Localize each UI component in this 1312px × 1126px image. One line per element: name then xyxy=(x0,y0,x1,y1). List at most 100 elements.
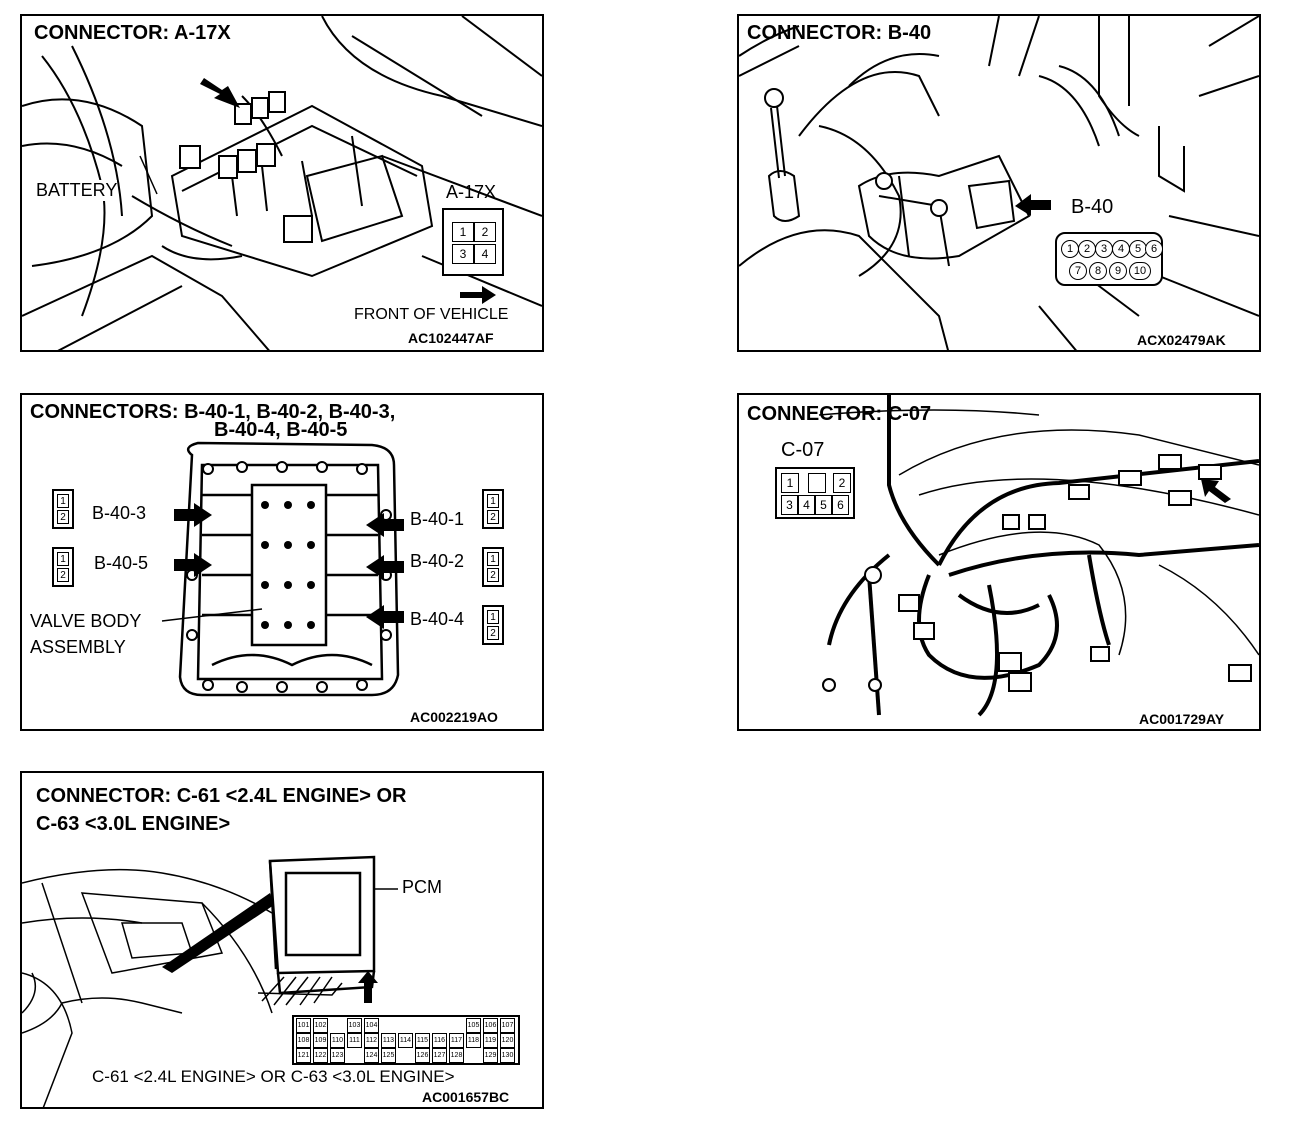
connector-pin: 3 xyxy=(452,244,474,264)
panel-title: CONNECTORS: B-40-1, B-40-2, B-40-3, xyxy=(30,401,396,423)
connector-face-b40-1: 1 2 xyxy=(482,489,504,529)
panel-title: CONNECTOR: B-40 xyxy=(747,22,932,44)
connector-pin: 102 xyxy=(313,1018,328,1033)
figure-code: AC001729AY xyxy=(1139,711,1225,727)
figure-code: AC001657BC xyxy=(422,1089,510,1105)
connector-face-c07: 1 2 3 4 5 6 xyxy=(775,467,855,519)
connector-pin: 117 xyxy=(449,1033,464,1048)
connector-name-label: C-07 xyxy=(781,439,825,461)
valve-body-label-line1: VALVE BODY xyxy=(30,611,142,631)
connector-pin: 125 xyxy=(381,1048,396,1063)
connector-pin: 1 xyxy=(487,494,499,508)
connector-face-b40: 1 2 3 4 5 6 7 8 9 10 xyxy=(1055,232,1163,286)
connector-pin: 120 xyxy=(500,1033,515,1048)
connector-pin: 116 xyxy=(432,1033,447,1048)
connector-pin-empty xyxy=(381,1018,396,1033)
connector-pin: 122 xyxy=(313,1048,328,1063)
connector-pin: 115 xyxy=(415,1033,430,1048)
panel-title-line2: C-63 <3.0L ENGINE> xyxy=(36,813,231,835)
connector-pin: 127 xyxy=(432,1048,447,1063)
panel-connector-a17x: CONNECTOR: A-17X BATTERY A-17X 1 2 3 4 F… xyxy=(20,14,544,352)
connector-pin: 5 xyxy=(1129,240,1147,258)
connector-pin: 106 xyxy=(483,1018,498,1033)
connector-pin: 104 xyxy=(364,1018,379,1033)
connector-pin: 2 xyxy=(487,510,499,524)
pcm-label: PCM xyxy=(402,877,442,897)
panel-title: CONNECTOR: C-07 xyxy=(747,403,932,425)
transaxle-illustration xyxy=(739,16,1259,350)
battery-label: BATTERY xyxy=(36,180,118,201)
panel-connector-c61-c63: CONNECTOR: C-61 <2.4L ENGINE> OR C-63 <3… xyxy=(20,771,544,1109)
connector-pin-empty xyxy=(330,1018,345,1033)
connector-pin: 113 xyxy=(381,1033,396,1048)
connector-pin-empty xyxy=(347,1048,362,1063)
front-of-vehicle-label: FRONT OF VEHICLE xyxy=(354,306,509,323)
connector-face-a17x: 1 2 3 4 xyxy=(442,208,504,276)
connector-pin: 3 xyxy=(781,495,798,515)
connector-pin-empty xyxy=(398,1018,413,1033)
connector-pin: 4 xyxy=(1112,240,1130,258)
label-b40-5: B-40-5 xyxy=(94,553,149,573)
valve-body-label-line2: ASSEMBLY xyxy=(30,637,126,657)
connector-pin: 129 xyxy=(483,1048,498,1063)
panel-connectors-b40-sub: CONNECTORS: B-40-1, B-40-2, B-40-3, B-40… xyxy=(20,393,544,731)
connector-pin: 109 xyxy=(313,1033,328,1048)
connector-pin: 7 xyxy=(1069,262,1087,280)
figure-code: ACX02479AK xyxy=(1137,332,1226,348)
connector-pin: 3 xyxy=(1095,240,1113,258)
label-b40-1: B-40-1 xyxy=(410,509,465,529)
connector-pin-empty xyxy=(808,473,826,493)
connector-face-b40-2: 1 2 xyxy=(482,547,504,587)
connector-pin: 5 xyxy=(815,495,832,515)
connector-pin: 1 xyxy=(1061,240,1079,258)
connector-pin-empty xyxy=(432,1018,447,1033)
valve-body-illustration xyxy=(161,441,404,697)
connector-face-b40-3: 1 2 xyxy=(52,489,74,529)
connector-caption: C-61 <2.4L ENGINE> OR C-63 <3.0L ENGINE> xyxy=(92,1067,455,1086)
connector-pin: 1 xyxy=(57,494,69,508)
panel-title-line2: B-40-4, B-40-5 xyxy=(214,419,348,441)
connector-name-label: B-40 xyxy=(1071,196,1114,218)
label-b40-3: B-40-3 xyxy=(92,503,147,523)
connector-pin: 1 xyxy=(487,610,499,624)
panel-connector-c07: CONNECTOR: C-07 C-07 1 2 3 4 5 6 AC00172… xyxy=(737,393,1261,731)
connector-name-label: A-17X xyxy=(446,182,497,202)
connector-pin: 1 xyxy=(452,222,474,242)
panel-title: CONNECTOR: A-17X xyxy=(34,22,231,44)
connector-pin: 111 xyxy=(347,1033,362,1048)
connector-pin-empty xyxy=(398,1048,413,1063)
connector-pin: 121 xyxy=(296,1048,311,1063)
connector-pin-empty xyxy=(466,1048,481,1063)
connector-pin-empty xyxy=(449,1018,464,1033)
connector-pin: 8 xyxy=(1089,262,1107,280)
figure-code: AC002219AO xyxy=(410,709,498,725)
connector-pin: 101 xyxy=(296,1018,311,1033)
figure-code: AC102447AF xyxy=(408,330,494,346)
connector-pin: 1 xyxy=(781,473,799,493)
label-b40-2: B-40-2 xyxy=(410,551,465,571)
connector-pin: 105 xyxy=(466,1018,481,1033)
connector-pin: 114 xyxy=(398,1033,413,1048)
connector-pin: 108 xyxy=(296,1033,311,1048)
panel-title: CONNECTOR: C-61 <2.4L ENGINE> OR xyxy=(36,785,407,807)
connector-pin: 6 xyxy=(832,495,849,515)
connector-pin: 123 xyxy=(330,1048,345,1063)
connector-pin: 4 xyxy=(474,244,496,264)
connector-pin: 128 xyxy=(449,1048,464,1063)
connector-pin: 2 xyxy=(487,626,499,640)
label-b40-4: B-40-4 xyxy=(410,609,465,629)
connector-pin: 119 xyxy=(483,1033,498,1048)
connector-pin: 110 xyxy=(330,1033,345,1048)
connector-face-b40-5: 1 2 xyxy=(52,547,74,587)
connector-pin: 2 xyxy=(474,222,496,242)
panel-connector-b40: CONNECTOR: B-40 B-40 1 2 3 4 5 6 7 8 9 1… xyxy=(737,14,1261,352)
connector-pin: 1 xyxy=(487,552,499,566)
connector-pin: 2 xyxy=(833,473,851,493)
connector-pin: 107 xyxy=(500,1018,515,1033)
connector-pin: 126 xyxy=(415,1048,430,1063)
dashboard-illustration xyxy=(22,855,398,1107)
connector-pin: 1 xyxy=(57,552,69,566)
connector-pin: 4 xyxy=(798,495,815,515)
connector-face-b40-4: 1 2 xyxy=(482,605,504,645)
